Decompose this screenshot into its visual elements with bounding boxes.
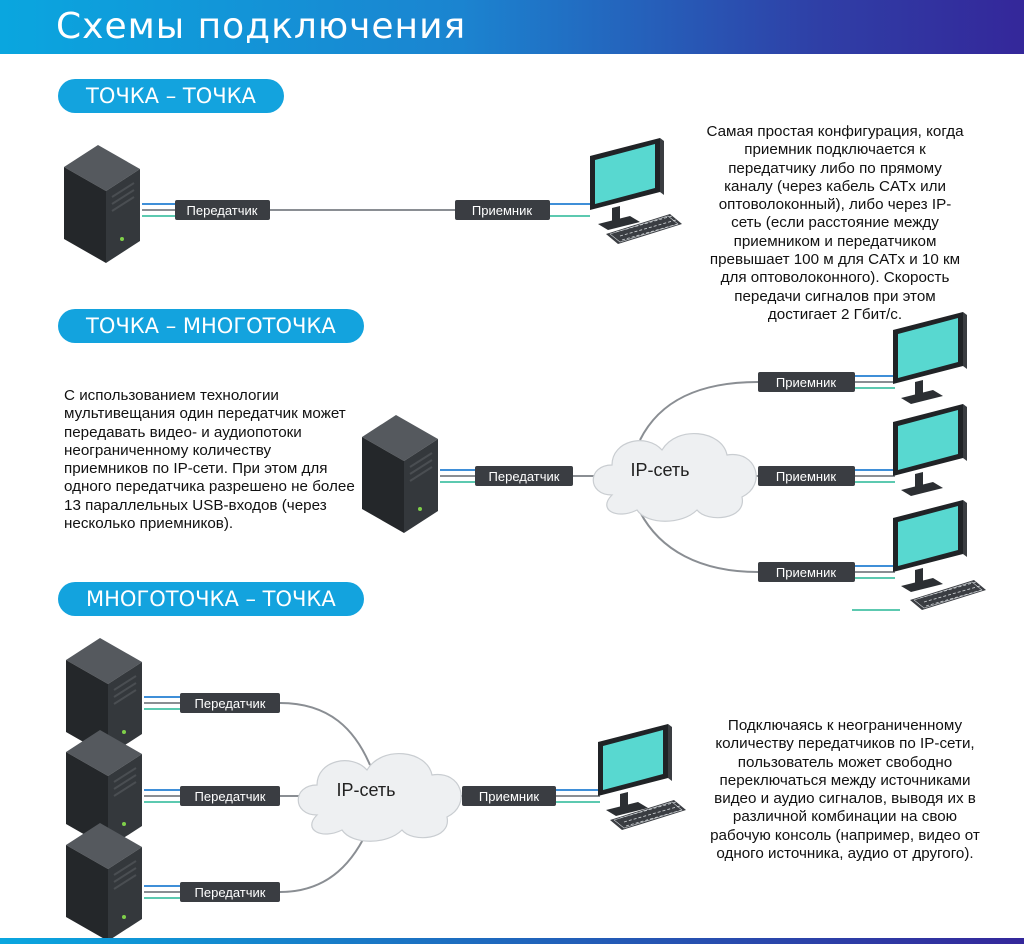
monitor-icon [893, 312, 967, 404]
p2mp-description: С использованием технологии мультивещани… [64, 387, 355, 533]
svg-text:Приемник: Приемник [776, 565, 836, 580]
mp2p-cables [144, 696, 600, 899]
svg-text:Передатчик: Передатчик [187, 203, 258, 218]
network-label: IP-сеть [630, 460, 689, 480]
receiver-label: Приемник [758, 372, 855, 392]
section-title-point-to-point: ТОЧКА – ТОЧКА [58, 79, 284, 113]
svg-text:Передатчик: Передатчик [195, 885, 266, 900]
receiver-label: Приемник [758, 562, 855, 582]
svg-text:Передатчик: Передатчик [195, 696, 266, 711]
svg-text:Приемник: Приемник [776, 375, 836, 390]
transmitter-label: Передатчик [180, 693, 280, 713]
svg-text:Приемник: Приемник [776, 469, 836, 484]
page-title: Схемы подключения [56, 6, 467, 47]
receiver-label: Приемник [758, 466, 855, 486]
footer-bar [0, 938, 1024, 944]
monitor-icon [893, 500, 967, 592]
receiver-label: Приемник [455, 200, 550, 220]
svg-text:Приемник: Приемник [479, 789, 539, 804]
p2p-description: Самая простая конфигурация, когда приемн… [706, 123, 964, 323]
transmitter-label: Передатчик [475, 466, 573, 486]
server-tower-icon [361, 414, 439, 534]
svg-text:Приемник: Приемник [472, 203, 532, 218]
monitor-icon [893, 404, 967, 496]
monitor-icon [598, 724, 672, 816]
section-title-point-to-multipoint: ТОЧКА – МНОГОТОЧКА [58, 309, 364, 343]
monitor-icon [590, 138, 664, 230]
server-tower-icon [63, 144, 141, 264]
transmitter-label: Передатчик [180, 882, 280, 902]
mp2p-description: Подключаясь к неограниченному количеству… [710, 717, 980, 863]
network-label: IP-сеть [336, 780, 395, 800]
svg-text:Передатчик: Передатчик [195, 789, 266, 804]
transmitter-label: Передатчик [180, 786, 280, 806]
section-title-multipoint-to-point: МНОГОТОЧКА – ТОЧКА [58, 582, 364, 616]
server-tower-icon [65, 822, 143, 942]
receiver-label: Приемник [462, 786, 556, 806]
header-bar: Схемы подключения [0, 0, 1024, 54]
svg-text:Передатчик: Передатчик [489, 469, 560, 484]
transmitter-label: Передатчик [175, 200, 270, 220]
